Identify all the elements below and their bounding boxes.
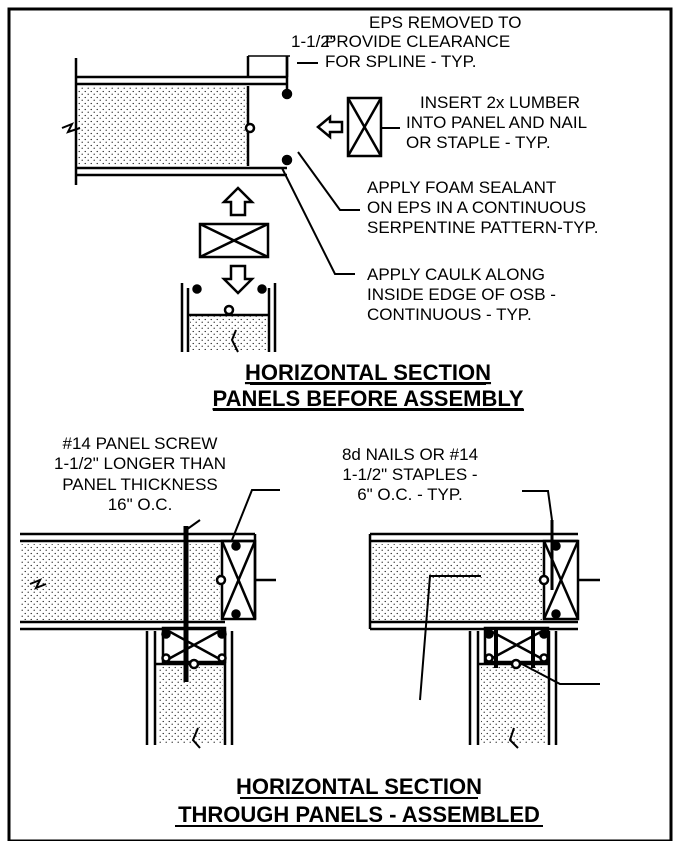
note-nails-line-3: 6" O.C. - TYP. — [357, 485, 463, 504]
drawing-border — [7, 7, 673, 841]
bottom-left-drawing — [20, 519, 276, 749]
note-eps-line-3: FOR SPLINE - TYP. — [325, 52, 476, 71]
note-screw-line-1: #14 PANEL SCREW — [63, 434, 218, 453]
bottom-title-line-2: THROUGH PANELS - ASSEMBLED — [178, 802, 540, 827]
note-screw-line-4: 16" O.C. — [108, 495, 173, 514]
note-eps-line-2: PROVIDE CLEARANCE — [325, 32, 510, 51]
note-lumber-line-3: OR STAPLE - TYP. — [406, 133, 551, 152]
note-caulk-line-3: CONTINUOUS - TYP. — [367, 305, 532, 324]
note-eps-line-1: EPS REMOVED TO — [369, 13, 521, 32]
note-foam-line-2: ON EPS IN A CONTINUOUS — [367, 198, 586, 217]
note-lumber-line-1: INSERT 2x LUMBER — [420, 93, 580, 112]
note-screw-line-2: 1-1/2" LONGER THAN — [54, 454, 226, 473]
note-nails-line-2: 1-1/2" STAPLES - — [342, 465, 477, 484]
bottom-right-drawing — [368, 490, 600, 749]
top-panel-drawing — [61, 55, 400, 353]
note-foam-line-1: APPLY FOAM SEALANT — [367, 178, 556, 197]
top-title-line-2: PANELS BEFORE ASSEMBLY — [213, 386, 524, 411]
note-lumber-line-2: INTO PANEL AND NAIL — [406, 113, 587, 132]
note-foam-line-3: SERPENTINE PATTERN-TYP. — [367, 218, 598, 237]
note-caulk-line-2: INSIDE EDGE OF OSB - — [367, 285, 556, 304]
dim-label: 1-1/2" — [291, 32, 336, 51]
bottom-title-line-1: HORIZONTAL SECTION — [236, 774, 482, 799]
note-screw-line-3: PANEL THICKNESS — [62, 475, 218, 494]
note-nails-line-1: 8d NAILS OR #14 — [342, 445, 478, 464]
note-caulk-line-1: APPLY CAULK ALONG — [367, 265, 545, 284]
top-title-line-1: HORIZONTAL SECTION — [245, 360, 491, 385]
